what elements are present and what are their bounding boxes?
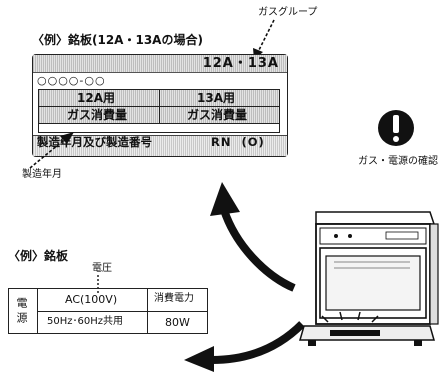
gas-nameplate: 12A・13A ○○○○-○○ 12A用 13A用 ガス消費量 ガス消費量 製造… xyxy=(32,54,288,157)
serial-label: 製造年月及び製造番号 xyxy=(37,135,152,149)
gas-group-callout: ガスグループ xyxy=(258,7,318,18)
col1-subheader: ガス消費量 xyxy=(67,108,128,122)
exclamation-warning-icon xyxy=(378,110,414,146)
serial-value: RN (O) xyxy=(211,135,265,149)
col2-subheader: ガス消費量 xyxy=(187,108,248,122)
col2-header: 13A用 xyxy=(197,91,235,105)
plate-header-band xyxy=(33,55,287,73)
gas-group-value: 12A・13A xyxy=(202,56,279,71)
gas-plate-title: 〈例〉銘板(12A・13Aの場合) xyxy=(32,33,203,47)
electric-nameplate: 電源 AC(100V) 50Hz･60Hz共用 消費電力 80W xyxy=(8,288,208,334)
gas-power-check-caption: ガス・電源の確認 xyxy=(358,156,438,167)
gas-consumption-table: 12A用 13A用 ガス消費量 ガス消費量 xyxy=(38,89,280,133)
power-consumption-label: 消費電力 xyxy=(154,293,194,304)
voltage-leader-line xyxy=(97,275,99,295)
arrow-to-gas-plate xyxy=(210,182,296,292)
col1-header: 12A用 xyxy=(77,91,115,105)
plate-footer-band xyxy=(33,135,287,156)
frequency-value: 50Hz･60Hz共用 xyxy=(47,316,123,327)
manufacture-date-callout: 製造年月 xyxy=(22,169,62,180)
arrow-to-electric-plate xyxy=(184,321,305,372)
voltage-value: AC(100V) xyxy=(65,293,118,306)
power-consumption-value: 80W xyxy=(165,316,190,329)
gas-oven-illustration xyxy=(299,211,439,346)
power-source-label: 電源 xyxy=(15,297,28,327)
model-number: ○○○○-○○ xyxy=(37,74,106,87)
electric-plate-title: 〈例〉銘板 xyxy=(8,249,69,263)
voltage-callout: 電圧 xyxy=(92,263,112,274)
manufacture-date-leader-arrow xyxy=(29,132,74,169)
